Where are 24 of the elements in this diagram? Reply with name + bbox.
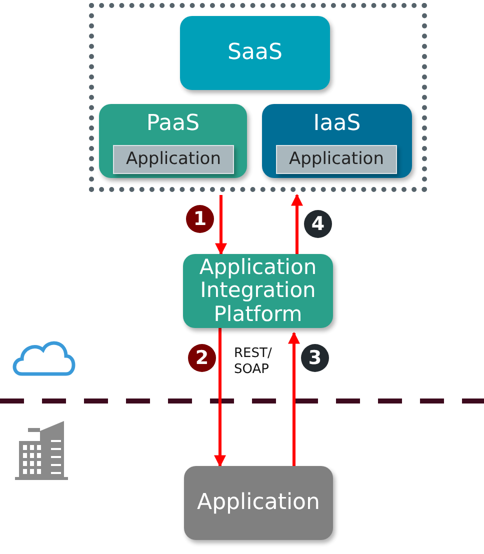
arrow [291,194,303,254]
protocol-label: REST/ SOAP [234,346,273,378]
box-label: Application [197,490,320,516]
arrow [215,195,227,256]
service-box [99,104,247,178]
box-label: SaaS [228,40,282,66]
arrow [214,328,226,468]
box-label: Application [126,150,221,169]
step-number: 4 [304,210,332,238]
step-number: 1 [186,205,214,233]
platform-name: Application Integration Platform [198,256,318,326]
service-box [262,104,412,178]
dotted-frame [89,3,427,192]
step-number: 3 [301,344,329,372]
box-label: IaaS [313,112,361,136]
platform-box [183,254,333,328]
application-box [113,145,234,174]
box-label: Application [289,150,384,169]
service-box [180,16,330,90]
arrow [288,332,300,466]
box-label: PaaS [146,112,200,136]
application-box [276,145,397,174]
application-box [184,466,333,540]
step-number: 2 [188,344,216,372]
